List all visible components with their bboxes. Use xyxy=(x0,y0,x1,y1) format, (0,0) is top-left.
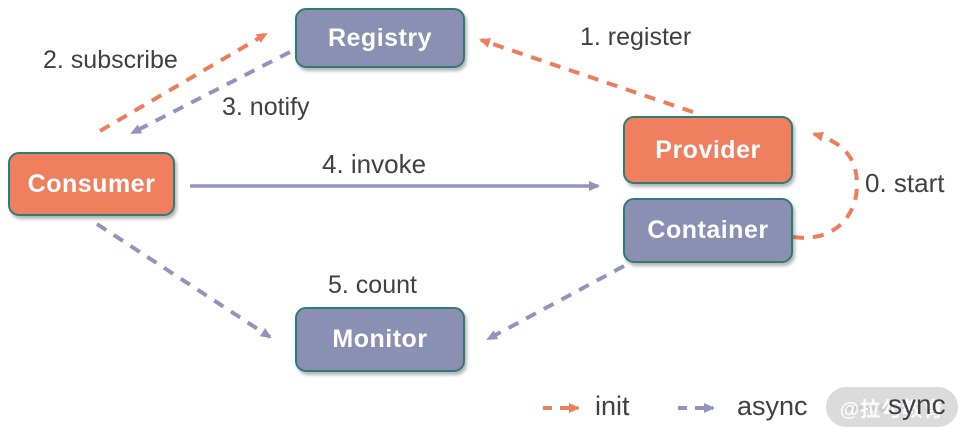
node-container: Container xyxy=(623,198,793,263)
edge-subscribe-arrow xyxy=(98,32,268,133)
node-monitor: Monitor xyxy=(295,307,465,372)
edge-label-subscribe: 2. subscribe xyxy=(43,46,178,74)
node-consumer: Consumer xyxy=(8,152,175,216)
watermark-text: @拉勾教育 xyxy=(839,398,945,421)
legend-label-init: init xyxy=(595,391,630,421)
edge-label-start: 0. start xyxy=(865,168,945,198)
edge-label-register: 1. register xyxy=(580,23,692,51)
edge-count-consumer-arrow xyxy=(95,222,272,339)
legend-label-async: async xyxy=(737,391,808,421)
edge-start-arrow xyxy=(792,131,860,240)
edge-label-notify: 3. notify xyxy=(222,93,310,121)
edge-notify-arrow xyxy=(130,50,291,135)
node-provider: Provider xyxy=(623,116,793,184)
watermark-badge: @拉勾教育 xyxy=(826,387,958,427)
edge-label-count: 5. count xyxy=(328,271,417,299)
node-registry: Registry xyxy=(295,8,465,68)
edge-count-container-arrow xyxy=(486,264,625,341)
legend-label-sync: sync xyxy=(888,389,946,420)
edge-register-arrow xyxy=(479,38,694,114)
edge-label-invoke: 4. invoke xyxy=(322,149,427,179)
